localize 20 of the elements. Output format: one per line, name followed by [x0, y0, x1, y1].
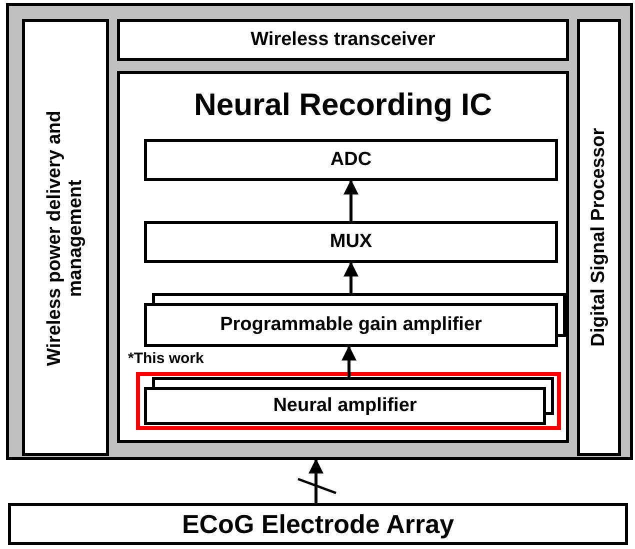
block-label: Programmable gain amplifier: [220, 314, 482, 336]
block-label: MUX: [330, 232, 372, 252]
module-panel: [22, 19, 109, 456]
block-label: Wireless transceiver: [250, 30, 436, 50]
stacked-block-drawing: [144, 293, 566, 347]
block-label: ECoG Electrode Array: [182, 510, 454, 538]
block-label: Neural amplifier: [273, 396, 417, 416]
block-title: Neural Recording IC: [194, 88, 492, 122]
block-label: Digital Signal Processor: [588, 128, 610, 347]
stacked-block-drawing: [144, 377, 554, 425]
block-label: ADC: [330, 150, 372, 170]
device-enclosure: [6, 3, 633, 460]
chip-block: [117, 71, 569, 443]
block-box: [144, 221, 558, 263]
note-label: *This work: [128, 351, 204, 368]
block-box: [117, 19, 569, 61]
block-label: Wireless power delivery and management: [44, 108, 86, 368]
module-panel: [577, 19, 621, 456]
block-box: [8, 503, 628, 545]
block-box: [144, 139, 558, 181]
